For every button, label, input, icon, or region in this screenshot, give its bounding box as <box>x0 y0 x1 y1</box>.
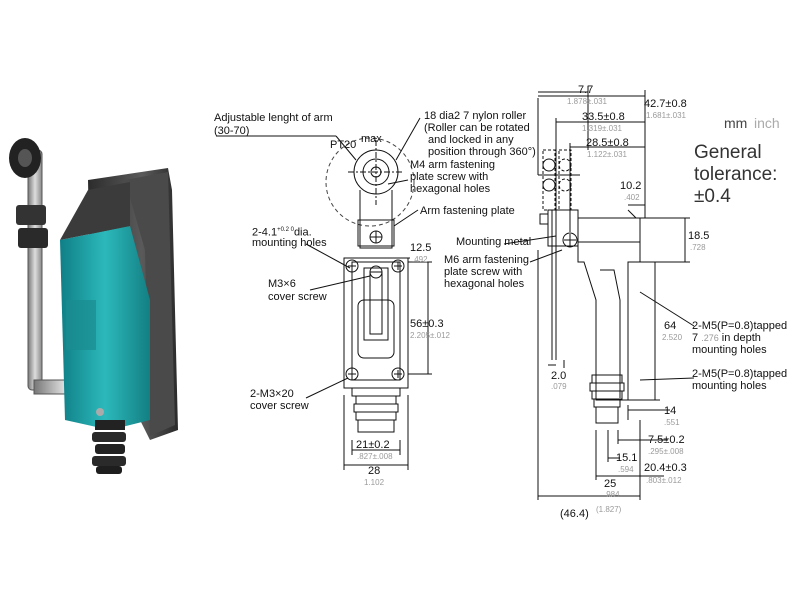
m5-tapped-b-label-1: 2-M5(P=0.8)tapped <box>692 368 788 380</box>
dim-18-5: 18.5 <box>688 230 710 242</box>
roller-label-3: and locked in any <box>428 134 514 146</box>
dim-46-4-inch: (1.827) <box>596 505 622 514</box>
mounting-holes-label-2: mounting holes <box>252 237 327 249</box>
m6-screw-label-2: plate screw with <box>444 266 523 278</box>
m5-depth-inch: .276 <box>701 333 719 343</box>
dim-20-4-inch: .803±.012 <box>646 476 682 485</box>
unit-inch: inch <box>754 115 780 131</box>
dim-33-5-inch: 1.319±.031 <box>582 124 622 133</box>
dim-18-5-inch: .728 <box>690 243 706 252</box>
dim-2-0-inch: .079 <box>551 382 567 391</box>
tolerance-label: tolerance: <box>694 164 778 185</box>
arm-sweep-circle <box>325 137 415 227</box>
dim-20-4: 20.4±0.3 <box>644 462 687 474</box>
dim-2-0: 2.0 <box>551 370 567 382</box>
pt-label: PT20 <box>330 139 357 151</box>
general-label: General <box>694 142 762 163</box>
tolerance-value: ±0.4 <box>694 186 731 207</box>
dim-33-5: 33.5±0.8 <box>582 111 625 123</box>
m5-depth-text: in depth <box>721 332 761 344</box>
arm-fastening-plate <box>357 219 395 247</box>
m5-tapped-label-1: 2-M5(P=0.8)tapped <box>692 320 788 332</box>
dim-64-inch: 2.520 <box>662 333 683 342</box>
dim-56-inch: 2.205±.012 <box>410 331 450 340</box>
dim-25: 25 <box>604 478 617 490</box>
arm-fastening-plate-label: Arm fastening plate <box>420 205 515 217</box>
arm-outline <box>359 190 393 249</box>
m5-tapped-b-label-2: mounting holes <box>692 380 767 392</box>
limit-switch-photo <box>9 138 178 474</box>
m3x6-label-2: cover screw <box>268 291 327 303</box>
m4-screw-label-2: plate screw with <box>410 171 489 183</box>
dim-28: 28 <box>368 465 381 477</box>
dim-42-7: 42.7±0.8 <box>644 98 687 110</box>
dim-14: 14 <box>664 405 677 417</box>
unit-mm: mm <box>724 115 748 131</box>
dim-15-1-inch: .594 <box>618 465 634 474</box>
dim-42-7-inch: 1.681±.031 <box>646 111 686 120</box>
roller-label-2: (Roller can be rotated <box>424 122 530 134</box>
roller-label-4: position through 360°) <box>428 146 536 158</box>
dim-21: 21±0.2 <box>356 439 390 451</box>
dim-12-5-inch: .492 <box>412 255 428 264</box>
dim-28-5-inch: 1.122±.031 <box>587 150 627 159</box>
m5-depth-mm: 7 <box>692 332 699 344</box>
roller-label-1: 18 dia2 7 nylon roller <box>424 110 527 122</box>
degree-max-label: max <box>361 133 382 145</box>
m6-screw-label-3: hexagonal holes <box>444 278 525 290</box>
m4-screw-label-3: hexagonal holes <box>410 183 491 195</box>
dim-28-5: 28.5±0.8 <box>586 137 629 149</box>
side-body <box>577 217 641 401</box>
m3x20-label-1: 2-M3×20 <box>250 388 294 400</box>
m6-screw-label-1: M6 arm fastening <box>444 254 529 266</box>
dim-7-7: 7.7 <box>578 84 594 96</box>
arm-length-label: Adjustable lenght of arm <box>214 112 333 124</box>
dim-56: 56±0.3 <box>410 318 444 330</box>
arm-length-range: (30-70) <box>214 125 250 137</box>
dim-21-inch: .827±.008 <box>357 452 393 461</box>
mounting-holes-prefix: 2-4.1 <box>252 226 278 239</box>
dim-28-inch: 1.102 <box>364 478 385 487</box>
m5-tapped-label-2: 7 .276 in depth <box>692 332 761 344</box>
mounting-holes-label: 2-4.1+0.2 0dia. <box>252 224 312 239</box>
dim-10-2-inch: .402 <box>624 193 640 202</box>
m3x20-label-2: cover screw <box>250 400 309 412</box>
dim-7-7-inch: 1.878±.031 <box>567 97 607 106</box>
dim-7-5-inch: .295±.008 <box>648 447 684 456</box>
dim-14-inch: .551 <box>664 418 680 427</box>
m3x6-label-1: M3×6 <box>268 278 296 290</box>
mounting-metal-label: Mounting metal <box>456 236 532 248</box>
m4-screw-label-1: M4 arm fastening <box>410 159 495 171</box>
mounting-holes-suffix: dia. <box>293 226 312 239</box>
mounting-holes-tolerance: +0.2 0 <box>277 227 294 233</box>
dim-12-5: 12.5 <box>410 242 432 254</box>
dim-46-4: (46.4) <box>560 508 589 520</box>
dim-10-2: 10.2 <box>620 180 642 192</box>
dim-64: 64 <box>664 320 677 332</box>
dim-25-inch: .984 <box>604 490 620 499</box>
dim-15-1: 15.1 <box>616 452 638 464</box>
m5-tapped-label-3: mounting holes <box>692 344 767 356</box>
dim-7-5: 7.5±0.2 <box>648 434 685 446</box>
